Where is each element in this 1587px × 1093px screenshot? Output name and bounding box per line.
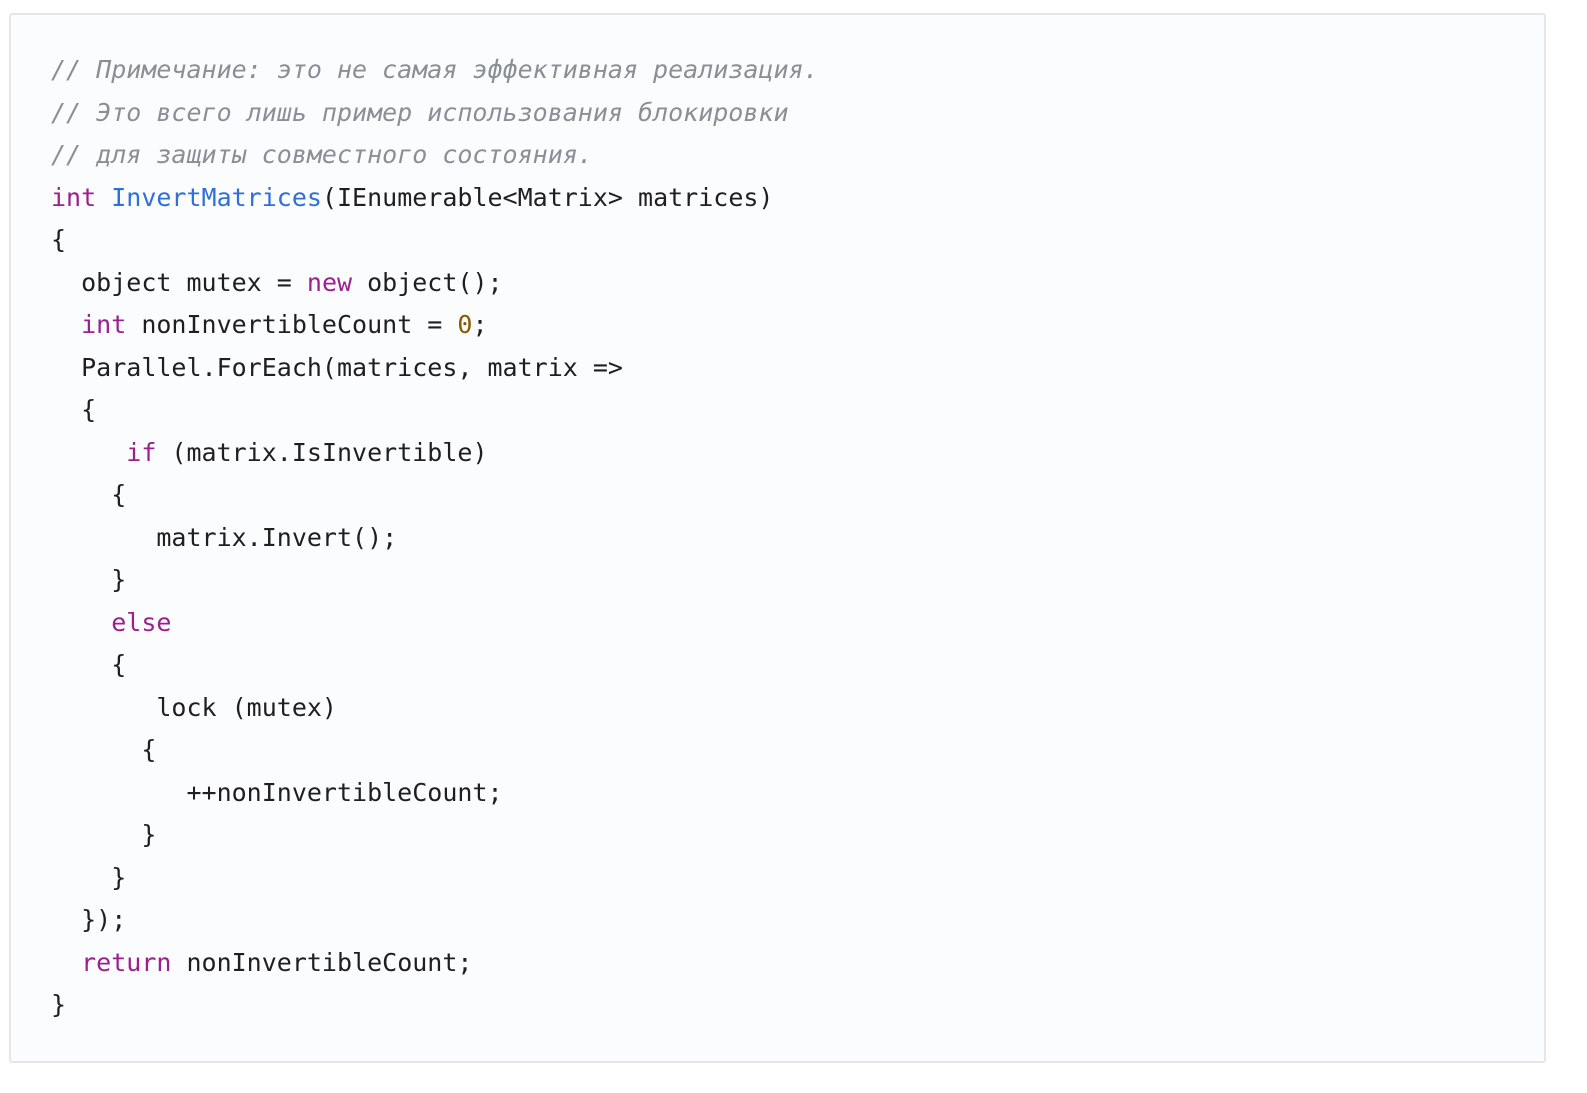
code-line: else bbox=[51, 602, 819, 645]
code-keyword: else bbox=[111, 607, 172, 637]
code-line: } bbox=[51, 984, 819, 1027]
code-line: // Это всего лишь пример использования б… bbox=[51, 92, 819, 135]
code-keyword: int bbox=[51, 182, 97, 212]
code-indent bbox=[51, 480, 111, 509]
code-text: object(); bbox=[352, 267, 503, 297]
code-line: { bbox=[51, 389, 819, 432]
code-line: } bbox=[51, 814, 819, 857]
code-function-name: InvertMatrices bbox=[111, 182, 322, 212]
code-line: // для защиты совместного состояния. bbox=[51, 134, 819, 177]
code-comment: // для защиты совместного состояния. bbox=[51, 140, 593, 169]
code-indent bbox=[51, 650, 111, 679]
code-line: int nonInvertibleCount = 0; bbox=[51, 304, 819, 347]
code-indent bbox=[51, 778, 186, 807]
code-line: { bbox=[51, 644, 819, 687]
code-indent bbox=[51, 353, 81, 382]
code-text: { bbox=[111, 480, 127, 509]
code-indent bbox=[51, 863, 111, 892]
code-indent bbox=[51, 735, 141, 764]
code-line: } bbox=[51, 857, 819, 900]
code-block: // Примечание: это не самая эффективная … bbox=[9, 13, 1546, 1063]
code-indent bbox=[51, 310, 81, 339]
code-text: ; bbox=[472, 310, 488, 339]
code-keyword: return bbox=[81, 947, 172, 977]
code-text: nonInvertibleCount; bbox=[171, 947, 473, 977]
code-indent bbox=[51, 608, 111, 637]
code-indent bbox=[51, 820, 141, 849]
code-indent bbox=[51, 395, 81, 424]
code-text: { bbox=[81, 395, 97, 424]
code-text bbox=[96, 183, 111, 212]
code-indent bbox=[51, 523, 156, 552]
code-listing[interactable]: // Примечание: это не самая эффективная … bbox=[51, 49, 819, 1027]
code-line: lock (mutex) bbox=[51, 687, 819, 730]
code-text: } bbox=[51, 990, 67, 1019]
code-line: }); bbox=[51, 899, 819, 942]
code-text: Parallel.ForEach(matrices, matrix => bbox=[81, 352, 623, 382]
code-line: } bbox=[51, 559, 819, 602]
code-line: return nonInvertibleCount; bbox=[51, 942, 819, 985]
code-line: matrix.Invert(); bbox=[51, 517, 819, 560]
code-line: if (matrix.IsInvertible) bbox=[51, 432, 819, 475]
code-comment: // Это всего лишь пример использования б… bbox=[51, 97, 789, 127]
code-line: { bbox=[51, 474, 819, 517]
code-line: { bbox=[51, 219, 819, 262]
code-keyword: if bbox=[126, 437, 157, 467]
code-keyword: int bbox=[81, 310, 127, 339]
code-line: { bbox=[51, 729, 819, 772]
code-text: } bbox=[141, 820, 157, 849]
code-indent bbox=[51, 948, 81, 977]
code-text: (IEnumerable<Matrix> matrices) bbox=[321, 182, 774, 212]
code-text: matrix.Invert(); bbox=[156, 522, 398, 552]
code-comment: // Примечание: это не самая эффективная … bbox=[51, 55, 819, 84]
code-text: } bbox=[111, 565, 127, 594]
code-text: (matrix.IsInvertible) bbox=[156, 437, 488, 467]
code-text: } bbox=[111, 862, 127, 892]
code-text: { bbox=[141, 735, 157, 764]
code-line: object mutex = new object(); bbox=[51, 262, 819, 305]
code-indent bbox=[51, 268, 81, 297]
code-text: { bbox=[51, 225, 67, 254]
code-indent bbox=[51, 905, 81, 934]
code-line: ++nonInvertibleCount; bbox=[51, 772, 819, 815]
code-line: int InvertMatrices(IEnumerable<Matrix> m… bbox=[51, 177, 819, 220]
code-number: 0 bbox=[457, 310, 473, 339]
code-text: nonInvertibleCount = bbox=[126, 310, 458, 339]
code-text: object mutex = bbox=[81, 267, 307, 297]
code-indent bbox=[51, 438, 126, 467]
code-indent bbox=[51, 693, 156, 722]
code-text: }); bbox=[81, 905, 127, 934]
code-keyword: new bbox=[306, 267, 353, 297]
code-line: // Примечание: это не самая эффективная … bbox=[51, 49, 819, 92]
code-text: lock (mutex) bbox=[156, 692, 337, 722]
code-text: ++nonInvertibleCount; bbox=[186, 777, 503, 807]
code-line: Parallel.ForEach(matrices, matrix => bbox=[51, 347, 819, 390]
code-indent bbox=[51, 565, 111, 594]
code-text: { bbox=[111, 650, 127, 679]
